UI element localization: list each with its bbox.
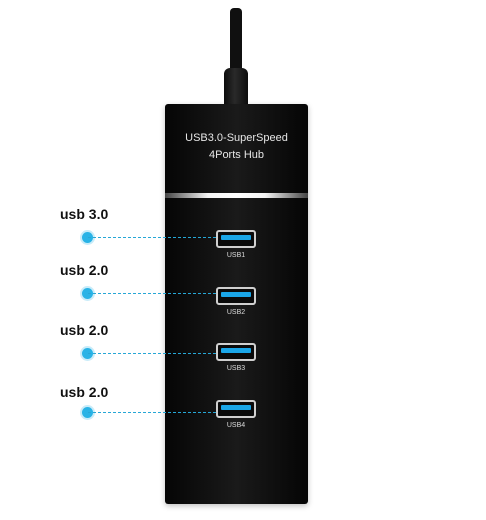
usb-port-4 [216, 400, 256, 418]
usb-cable [230, 8, 242, 72]
usb-port-4-tongue [221, 405, 251, 410]
callout-label-1: usb 3.0 [60, 206, 109, 222]
usb-port-4-label: USB4 [226, 422, 246, 429]
usb-port-3 [216, 343, 256, 361]
callout-leader-line-1 [88, 237, 216, 238]
callout-dot-1 [82, 232, 93, 243]
callout-dot-2 [82, 288, 93, 299]
hub-title-line-1: USB3.0-SuperSpeed [185, 132, 288, 144]
usb-port-2 [216, 287, 256, 305]
callout-leader-line-3 [88, 353, 216, 354]
usb-port-3-tongue [221, 348, 251, 353]
usb-port-2-label: USB2 [226, 309, 246, 316]
callout-dot-4 [82, 407, 93, 418]
callout-dot-3 [82, 348, 93, 359]
callout-leader-line-2 [88, 293, 216, 294]
callout-label-4: usb 2.0 [60, 384, 109, 400]
usb-port-1-tongue [221, 235, 251, 240]
usb-hub-body: USB3.0-SuperSpeed 4Ports Hub USB1 USB2 U… [165, 104, 308, 504]
usb-port-2-tongue [221, 292, 251, 297]
hub-title-line-2: 4Ports Hub [208, 149, 265, 161]
usb-port-1-label: USB1 [226, 252, 246, 259]
cable-strain-relief [224, 68, 248, 108]
led-indicator-strip [165, 193, 308, 198]
usb-port-3-label: USB3 [226, 365, 246, 372]
callout-leader-line-4 [88, 412, 216, 413]
usb-port-1 [216, 230, 256, 248]
callout-label-3: usb 2.0 [60, 322, 109, 338]
callout-label-2: usb 2.0 [60, 262, 109, 278]
